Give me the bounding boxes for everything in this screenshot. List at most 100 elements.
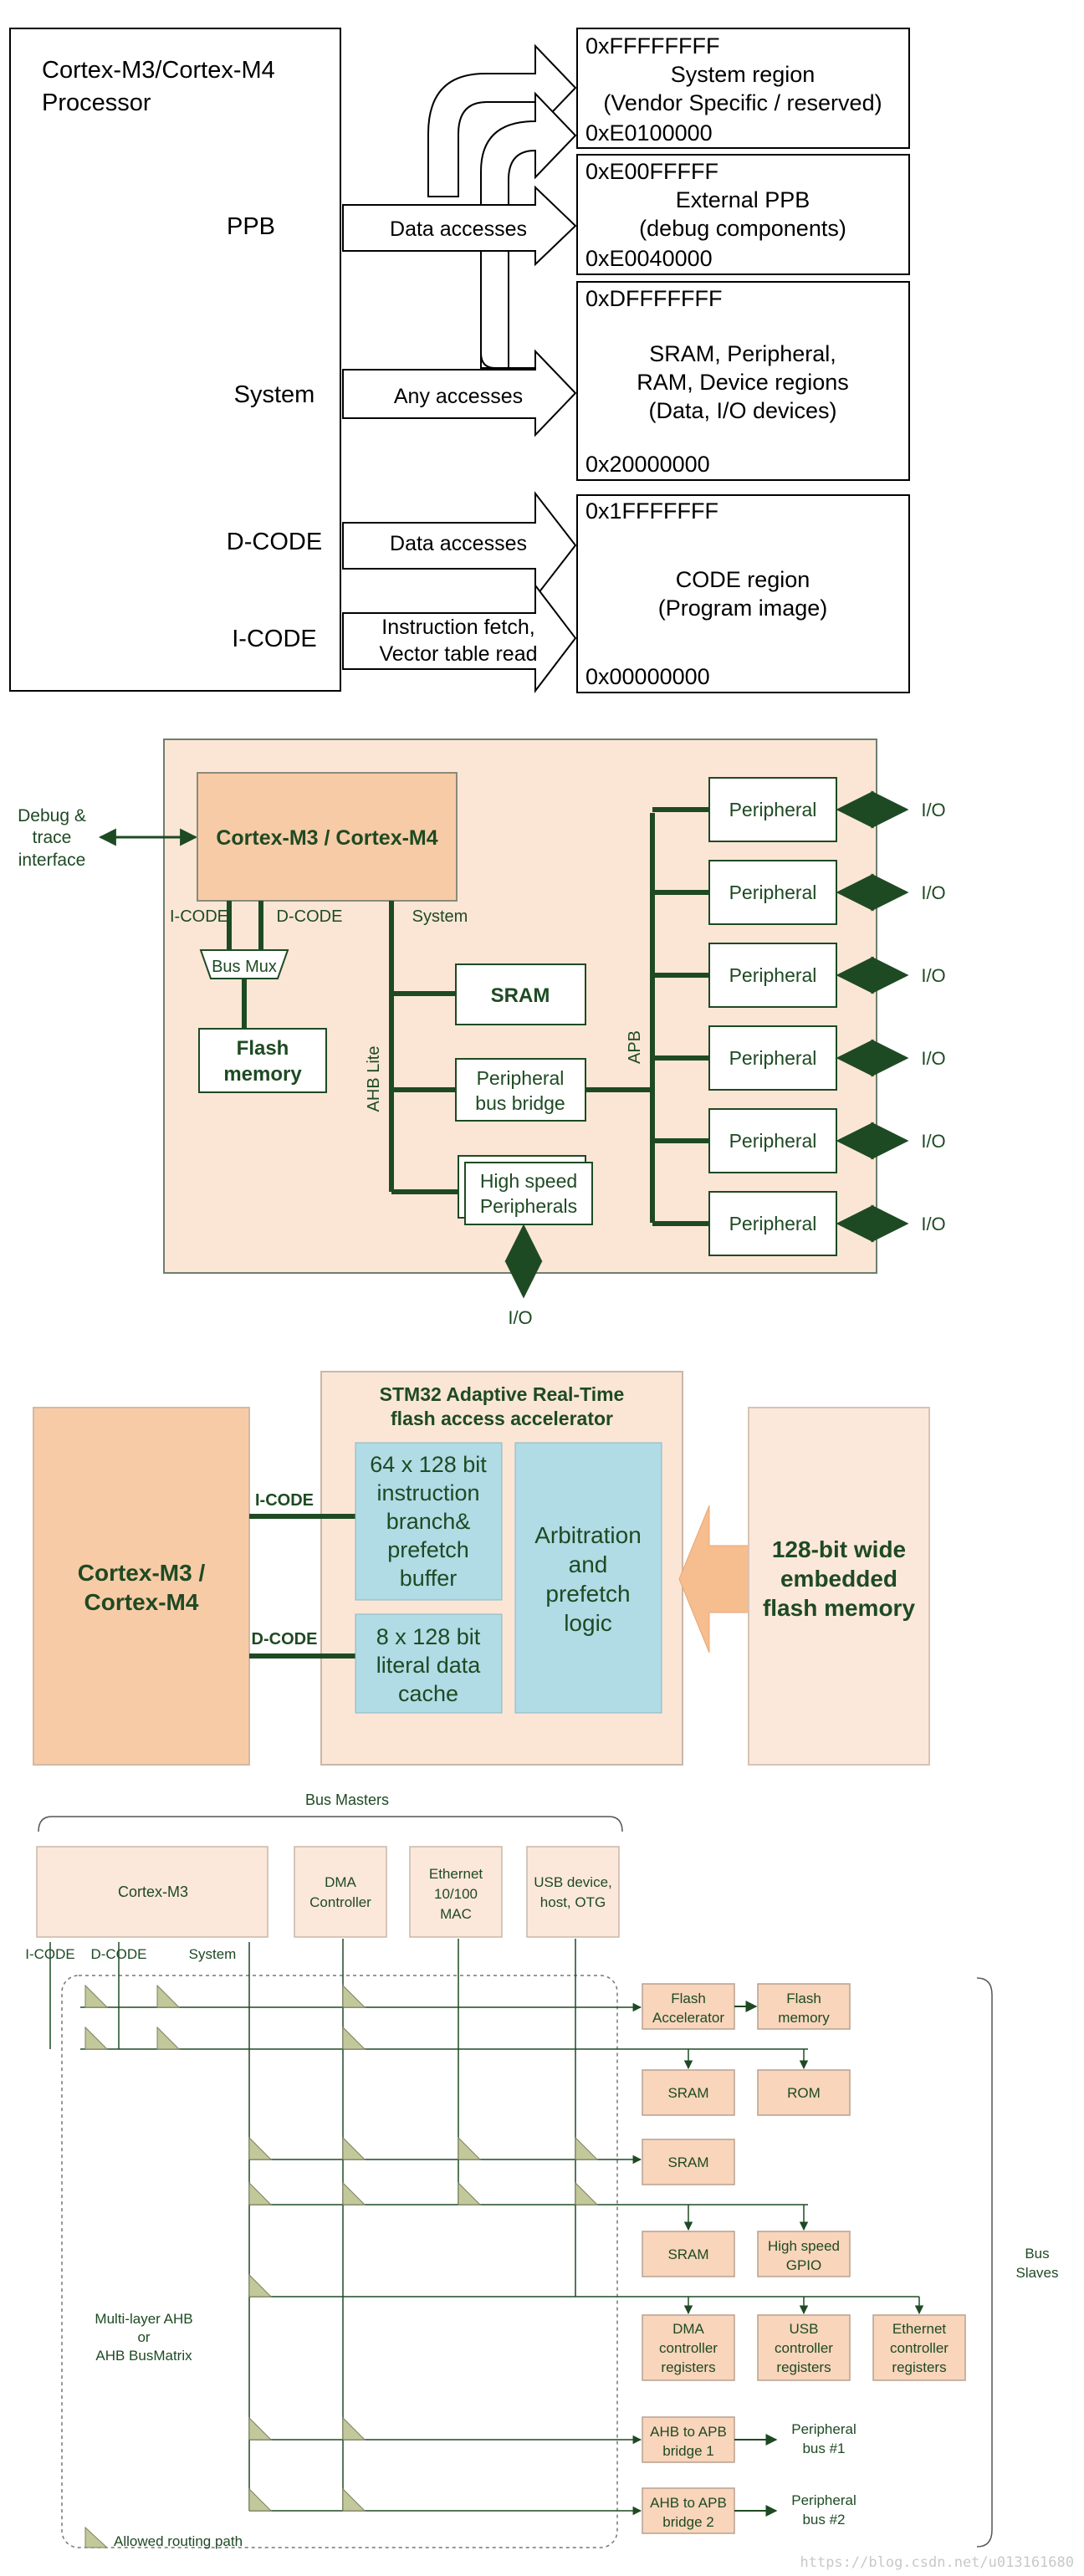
processor-title: Cortex-M3/Cortex-M4 — [42, 57, 275, 84]
slave-usb-label-2: controller — [775, 2340, 833, 2356]
ahb-lite-label: AHB Lite — [365, 1046, 383, 1112]
flash-label-1: Flash — [237, 1037, 289, 1060]
slave-flash-accelerator — [642, 1983, 735, 2030]
slave-rom — [757, 2069, 851, 2116]
slave-hs-gpio-label-1: High speed — [768, 2238, 840, 2254]
cpu-label: Cortex-M3 / Cortex-M4 — [216, 826, 437, 850]
arb-line: Arbitration — [534, 1522, 642, 1548]
bus-masters-label: Bus Masters — [305, 1791, 389, 1808]
hs-io-label: I/O — [508, 1307, 532, 1328]
slave-dma-regs — [642, 2314, 735, 2381]
peripheral-box — [708, 777, 837, 842]
hs-label-1: High speed — [480, 1170, 577, 1192]
debug-label-1: Debug & — [18, 806, 86, 825]
cpu-label-2: Cortex-M4 — [84, 1589, 199, 1615]
cache-line: literal data — [376, 1653, 482, 1678]
system-arrow — [342, 349, 577, 437]
memory-map-diagram: Cortex-M3/Cortex-M4 Processor PPB System… — [9, 28, 910, 693]
routing-path-triangle — [342, 1984, 366, 2008]
master-dma-label-2: Controller — [309, 1894, 371, 1910]
slave-dma-label-1: DMA — [672, 2321, 704, 2337]
hs-box — [464, 1162, 593, 1225]
hs-label-2: Peripherals — [480, 1195, 577, 1217]
bend-arrow-outer — [427, 43, 577, 197]
icode-arrow — [342, 583, 577, 693]
slave-sram-2-label: SRAM — [667, 2154, 708, 2170]
port-dcode: D-CODE — [227, 529, 322, 555]
bus-matrix-diagram: Bus Masters Cortex-M3 DMA Controller Eth… — [25, 1791, 1058, 2549]
slave-flash-memory-label-2: memory — [778, 2010, 830, 2026]
routing-path-triangle — [156, 1984, 181, 2008]
master-usb-label-1: USB device, — [534, 1874, 612, 1890]
cpu-box — [197, 772, 458, 902]
routing-path-triangle — [84, 2026, 109, 2050]
flash-line: 128-bit wide — [772, 1536, 906, 1562]
matrix-triangles — [84, 1984, 599, 2512]
region-external-ppb: 0xE00FFFFF External PPB (debug component… — [576, 154, 910, 275]
buffer-line: 64 x 128 bit — [370, 1452, 487, 1477]
slave-dma-label-2: controller — [659, 2340, 718, 2356]
prefetch-buffer-box — [355, 1442, 503, 1601]
master-usb — [526, 1846, 620, 1938]
region-top-address: 0xDFFFFFFF — [585, 286, 722, 311]
slave-sram-1 — [642, 2069, 735, 2116]
slave-ahb-apb-1-label-2: bridge 1 — [662, 2443, 713, 2459]
cache-line: 8 x 128 bit — [376, 1624, 481, 1649]
accelerator-title-2: flash access accelerator — [391, 1408, 613, 1429]
processor-title-2: Processor — [42, 89, 151, 116]
peripheral-label: Peripheral — [729, 1213, 817, 1234]
sram-box — [455, 963, 586, 1025]
cpu-label-1: Cortex-M3 / — [78, 1560, 206, 1586]
slave-flash-accelerator-label-1: Flash — [671, 1991, 706, 2006]
flash-to-accelerator-arrow — [678, 1505, 749, 1653]
accelerator-title-1: STM32 Adaptive Real-Time — [380, 1383, 625, 1405]
bridge-label-1: Peripheral — [477, 1067, 565, 1089]
routing-path-triangle — [342, 2416, 366, 2441]
port-icode: I-CODE — [232, 626, 317, 652]
region-bottom-address: 0xE0040000 — [585, 246, 713, 271]
ppb-arrow-label: Data accesses — [390, 217, 527, 241]
buffer-line: prefetch — [387, 1537, 469, 1562]
processor-box — [9, 28, 341, 692]
region-code: 0x1FFFFFFF CODE region (Program image) 0… — [576, 494, 910, 693]
peripheral-label: Peripheral — [729, 1047, 817, 1069]
dcode-label: D-CODE — [277, 907, 343, 926]
routing-path-triangle — [342, 2487, 366, 2512]
region-subtitle: (debug components) — [639, 216, 846, 241]
peripheral-bus-2-label-1: Peripheral — [791, 2492, 856, 2508]
slave-ahb-apb-2 — [642, 2487, 735, 2534]
peripheral-io-label: I/O — [921, 882, 945, 903]
peripheral-box — [708, 860, 837, 925]
routing-path-triangle — [458, 2136, 482, 2160]
accelerator-diagram: STM32 Adaptive Real-Time flash access ac… — [33, 1371, 930, 1766]
slave-sram-3 — [642, 2231, 735, 2277]
branch-to-sram-arrow — [480, 352, 535, 369]
peripheral-io-label: I/O — [921, 965, 945, 986]
slave-ahb-apb-1 — [642, 2416, 735, 2463]
master-cortex — [36, 1846, 268, 1938]
peripheral-label: Peripheral — [729, 799, 817, 820]
region-bottom-address: 0xE0100000 — [585, 120, 713, 146]
peripheral-io-label: I/O — [921, 800, 945, 820]
slave-eth-label-3: registers — [892, 2359, 946, 2375]
port-system: System — [189, 1946, 237, 1962]
bus-matrix-region — [61, 1975, 618, 2548]
peripheral-io-label: I/O — [921, 1131, 945, 1152]
master-ethernet-label-3: MAC — [440, 1906, 472, 1922]
master-cortex-label: Cortex-M3 — [118, 1883, 188, 1900]
slave-usb-label-3: registers — [776, 2359, 831, 2375]
region-sram-peripheral: 0xDFFFFFFF SRAM, Peripheral, RAM, Device… — [576, 281, 910, 481]
slave-usb-regs — [757, 2314, 851, 2381]
slave-rom-label: ROM — [787, 2085, 821, 2101]
routing-path-triangle — [342, 2026, 366, 2050]
icode-label: I-CODE — [170, 907, 228, 926]
master-ethernet — [409, 1846, 503, 1938]
routing-path-triangle — [248, 2273, 273, 2297]
slave-ahb-apb-2-label-2: bridge 2 — [662, 2514, 713, 2530]
icode-arrow-label-2: Vector table read — [379, 642, 537, 666]
bridge-box — [455, 1058, 586, 1122]
matrix-label-3: AHB BusMatrix — [95, 2348, 192, 2364]
region-top-address: 0xE00FFFFF — [585, 159, 718, 184]
dcode-arrow — [342, 491, 577, 600]
